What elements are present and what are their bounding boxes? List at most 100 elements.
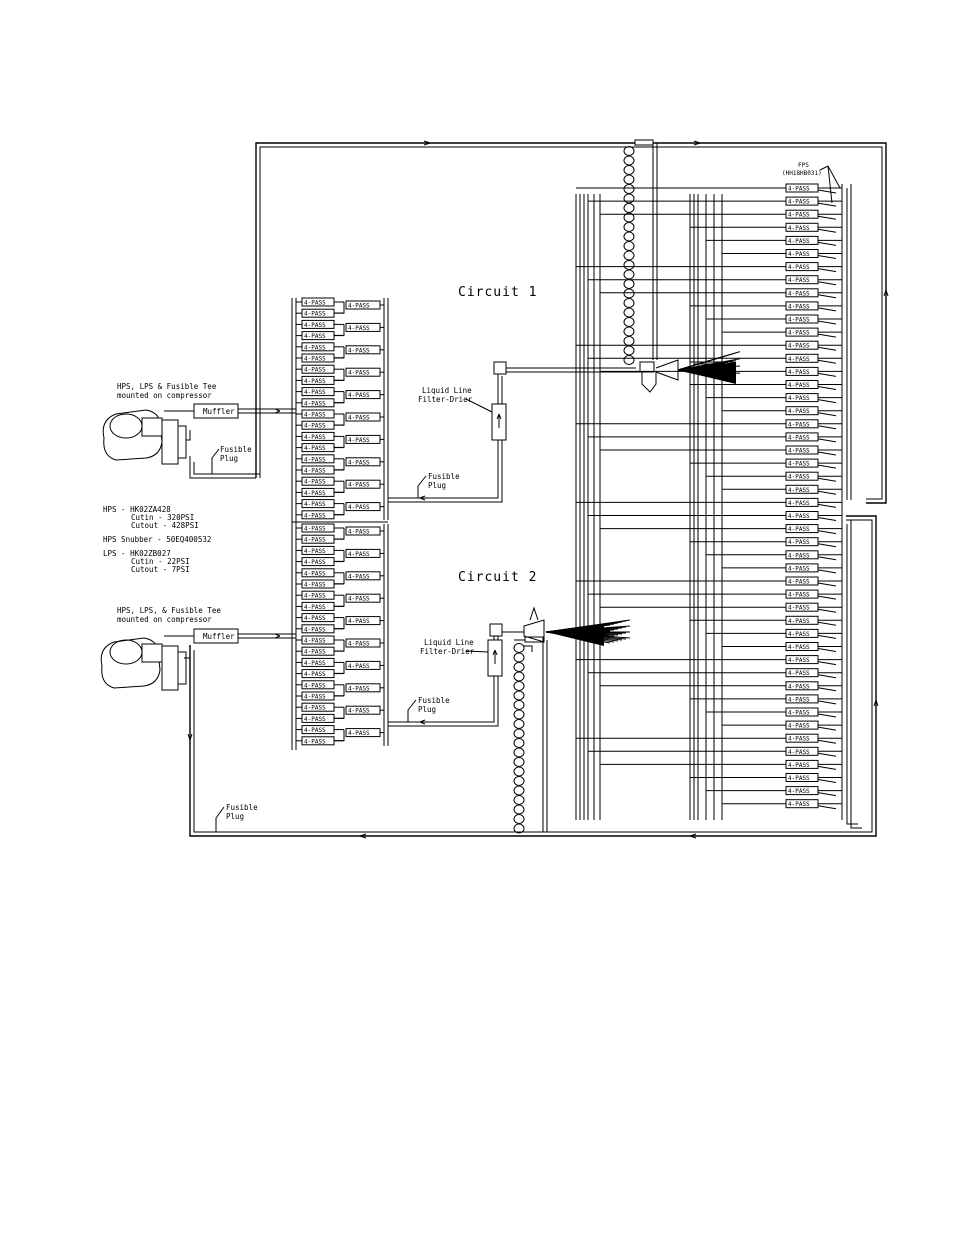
muffler-1 xyxy=(164,403,296,419)
pass-box: 4-PASS xyxy=(600,759,842,770)
pass-label: 4-PASS xyxy=(304,682,326,689)
pass-box: 4-PASS xyxy=(600,602,842,613)
pass-label: 4-PASS xyxy=(788,631,810,638)
distributor-fan-1 xyxy=(677,351,741,384)
pass-label: 4-PASS xyxy=(788,513,810,520)
pass-label: 4-PASS xyxy=(788,448,810,455)
pass-box: 4-PASS xyxy=(576,183,842,194)
pass-label: 4-PASS xyxy=(348,415,370,422)
comp1-note-line1: HPS, LPS & Fusible Tee xyxy=(117,382,217,391)
pass-label: 4-PASS xyxy=(304,716,326,723)
pass-box: 4-PASS xyxy=(588,196,842,207)
muffler-2-label: Muffler xyxy=(203,632,235,641)
evaporator-rows: 4-PASS 4-PASS 4-PASS 4-PASS 4-PASS 4-PASS 4-PA… xyxy=(575,183,842,820)
pass-box: 4-PASS xyxy=(576,655,842,666)
pass-label: 4-PASS xyxy=(304,638,326,645)
txv-circuit-1 xyxy=(639,359,679,393)
pass-box: 4-PASS xyxy=(296,545,344,555)
pass-label: 4-PASS xyxy=(304,526,326,533)
pass-label: 4-PASS xyxy=(788,683,810,690)
pass-box: 4-PASS xyxy=(296,557,344,567)
pass-box: 4-PASS xyxy=(588,275,842,286)
filter-drier-2-line2: Filter-Drier xyxy=(420,647,475,656)
pass-label: 4-PASS xyxy=(788,618,810,625)
pass-label: 4-PASS xyxy=(788,762,810,769)
pass-label: 4-PASS xyxy=(788,749,810,756)
pass-label: 4-PASS xyxy=(788,461,810,468)
pass-label: 4-PASS xyxy=(348,529,370,536)
pass-box: 4-PASS xyxy=(296,568,344,578)
pass-box: 4-PASS xyxy=(576,576,842,587)
pass-box: 4-PASS xyxy=(334,548,384,562)
pass-box: 4-PASS xyxy=(296,364,344,374)
pass-label: 4-PASS xyxy=(304,548,326,555)
pass-label: 4-PASS xyxy=(788,788,810,795)
pass-box: 4-PASS xyxy=(334,526,384,540)
pass-label: 4-PASS xyxy=(788,343,810,350)
pass-box: 4-PASS xyxy=(334,300,384,314)
pass-box: 4-PASS xyxy=(296,725,344,735)
svg-text:Fusible: Fusible xyxy=(418,696,450,705)
muffler-2 xyxy=(164,628,296,644)
pass-box: 4-PASS xyxy=(296,702,344,712)
pass-label: 4-PASS xyxy=(304,311,326,318)
pass-box: 4-PASS xyxy=(600,366,842,377)
pass-label: 4-PASS xyxy=(304,322,326,329)
pass-box: 4-PASS xyxy=(706,471,842,482)
pass-box: 4-PASS xyxy=(296,691,344,701)
pass-label: 4-PASS xyxy=(304,468,326,475)
spec-hps-cutin: Cutin - 320PSI xyxy=(131,513,194,522)
pass-label: 4-PASS xyxy=(788,644,810,651)
pass-label: 4-PASS xyxy=(304,479,326,486)
pass-label: 4-PASS xyxy=(788,565,810,572)
pass-box: 4-PASS xyxy=(588,746,842,757)
pass-label: 4-PASS xyxy=(788,710,810,717)
pass-box: 4-PASS xyxy=(722,799,842,810)
pass-label: 4-PASS xyxy=(788,225,810,232)
pass-label: 4-PASS xyxy=(788,408,810,415)
pass-label: 4-PASS xyxy=(788,670,810,677)
pass-box: 4-PASS xyxy=(296,499,344,509)
pass-label: 4-PASS xyxy=(304,738,326,745)
pass-box: 4-PASS xyxy=(296,375,344,385)
pass-box: 4-PASS xyxy=(588,432,842,443)
pass-label: 4-PASS xyxy=(304,367,326,374)
pass-label: 4-PASS xyxy=(788,500,810,507)
pass-label: 4-PASS xyxy=(788,605,810,612)
pass-box: 4-PASS xyxy=(722,327,842,338)
pass-label: 4-PASS xyxy=(304,512,326,519)
pass-box: 4-PASS xyxy=(296,297,344,307)
pass-box: 4-PASS xyxy=(296,635,344,645)
pass-box: 4-PASS xyxy=(588,353,842,364)
pass-label: 4-PASS xyxy=(348,708,370,715)
pass-label: 4-PASS xyxy=(788,696,810,703)
pass-label: 4-PASS xyxy=(348,504,370,511)
pass-label: 4-PASS xyxy=(304,559,326,566)
pass-label: 4-PASS xyxy=(788,330,810,337)
pass-box: 4-PASS xyxy=(576,262,842,273)
svg-text:Plug: Plug xyxy=(226,812,244,821)
pass-label: 4-PASS xyxy=(304,570,326,577)
pass-label: 4-PASS xyxy=(304,456,326,463)
spec-hps-snubber: HPS Snubber - 50EQ400532 xyxy=(103,535,211,544)
pass-box: 4-PASS xyxy=(296,342,344,352)
pass-label: 4-PASS xyxy=(304,389,326,396)
pass-label: 4-PASS xyxy=(788,199,810,206)
pass-box: 4-PASS xyxy=(296,319,344,329)
pass-label: 4-PASS xyxy=(788,552,810,559)
pass-label: 4-PASS xyxy=(304,344,326,351)
pass-box: 4-PASS xyxy=(296,523,344,533)
pass-box: 4-PASS xyxy=(334,457,384,471)
pass-label: 4-PASS xyxy=(788,474,810,481)
pass-box: 4-PASS xyxy=(296,454,344,464)
svg-text:Fusible: Fusible xyxy=(226,803,258,812)
pass-box: 4-PASS xyxy=(722,720,842,731)
pass-label: 4-PASS xyxy=(304,423,326,430)
pass-box: 4-PASS xyxy=(334,434,384,448)
compressor-2 xyxy=(100,637,191,691)
pass-label: 4-PASS xyxy=(788,421,810,428)
pass-label: 4-PASS xyxy=(348,730,370,737)
pass-box: 4-PASS xyxy=(296,398,344,408)
pass-box: 4-PASS xyxy=(722,563,842,574)
